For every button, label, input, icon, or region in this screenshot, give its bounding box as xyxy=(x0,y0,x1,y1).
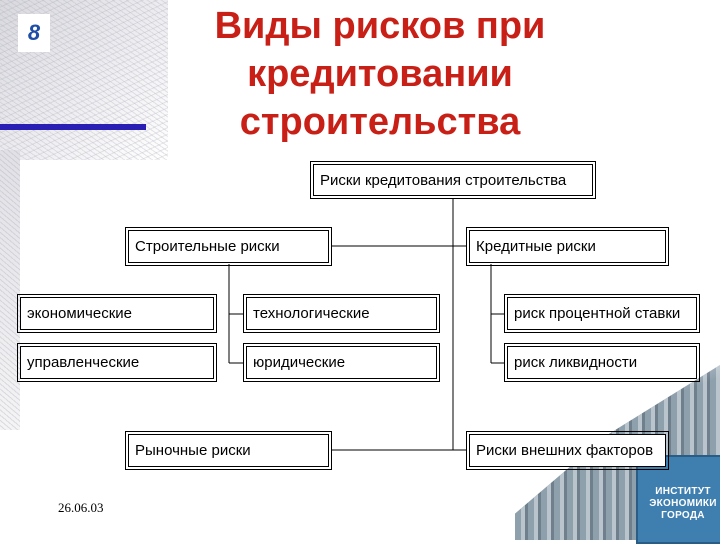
management-risk-box: управленческие xyxy=(17,343,217,382)
title-line-1: Виды рисков при xyxy=(214,5,546,47)
slide-date: 26.06.03 xyxy=(58,500,104,515)
slide-title: Виды рисков при кредитовании строительст… xyxy=(160,2,600,146)
title-line-2: кредитовании xyxy=(247,53,513,95)
title-line-3: строительства xyxy=(239,101,521,143)
construction-risks-box: Строительные риски xyxy=(125,227,332,266)
logo-line-2: ЭКОНОМИКИ xyxy=(649,498,717,509)
technological-risk-box: технологические xyxy=(243,294,440,333)
background-texture-left xyxy=(0,150,20,430)
market-risks-box: Рыночные риски xyxy=(125,431,332,470)
root-risk-box: Риски кредитования строительства xyxy=(310,161,596,199)
logo-line-3: ГОРОДА xyxy=(661,510,705,521)
slide-number: 8 xyxy=(18,14,50,52)
external-factors-risks-box: Риски внешних факторов xyxy=(466,431,669,470)
economic-risk-box: экономические xyxy=(17,294,217,333)
credit-risks-box: Кредитные риски xyxy=(466,227,669,266)
institute-logo-text: ИНСТИТУТ ЭКОНОМИКИ ГОРОДА xyxy=(648,486,718,522)
logo-line-1: ИНСТИТУТ xyxy=(655,486,711,497)
liquidity-risk-box: риск ликвидности xyxy=(504,343,700,382)
interest-rate-risk-box: риск процентной ставки xyxy=(504,294,700,333)
legal-risk-box: юридические xyxy=(243,343,440,382)
accent-line xyxy=(0,124,146,130)
